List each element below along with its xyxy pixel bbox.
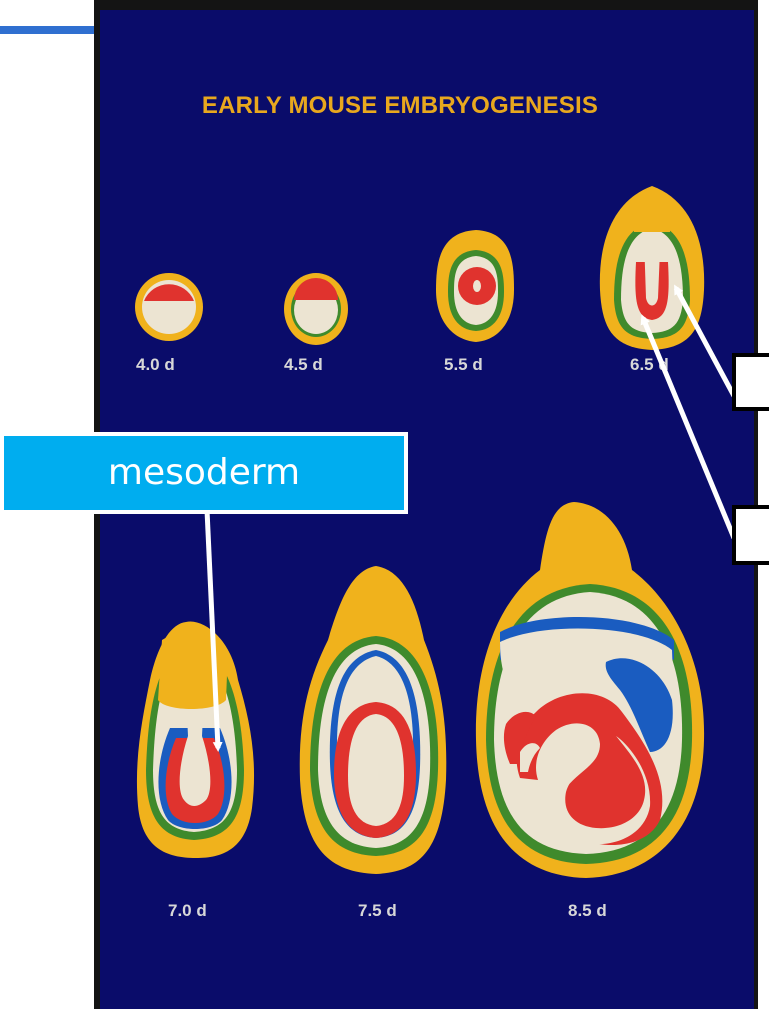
embryo-4-0d xyxy=(135,273,203,341)
stage-label-7-0d: 7.0 d xyxy=(168,901,207,920)
stage-label-4-0d: 4.0 d xyxy=(136,355,175,374)
embryo-8-5d xyxy=(476,502,704,878)
embryo-5-5d xyxy=(436,230,514,342)
callout-box-bottom xyxy=(732,505,769,565)
embryo-4-5d xyxy=(284,273,348,345)
stage-label-5-5d: 5.5 d xyxy=(444,355,483,374)
callout-arrow-1 xyxy=(676,288,734,396)
mesoderm-label: mesoderm xyxy=(0,432,408,514)
embryo-7-5d xyxy=(300,566,447,874)
embryo-6-5d xyxy=(600,186,704,350)
stage-label-7-5d: 7.5 d xyxy=(358,901,397,920)
callout-arrow-2 xyxy=(643,318,734,538)
stage-label-4-5d: 4.5 d xyxy=(284,355,323,374)
stage-label-8-5d: 8.5 d xyxy=(568,901,607,920)
embryo-7-0d xyxy=(137,622,254,858)
callout-box-top xyxy=(732,353,769,411)
